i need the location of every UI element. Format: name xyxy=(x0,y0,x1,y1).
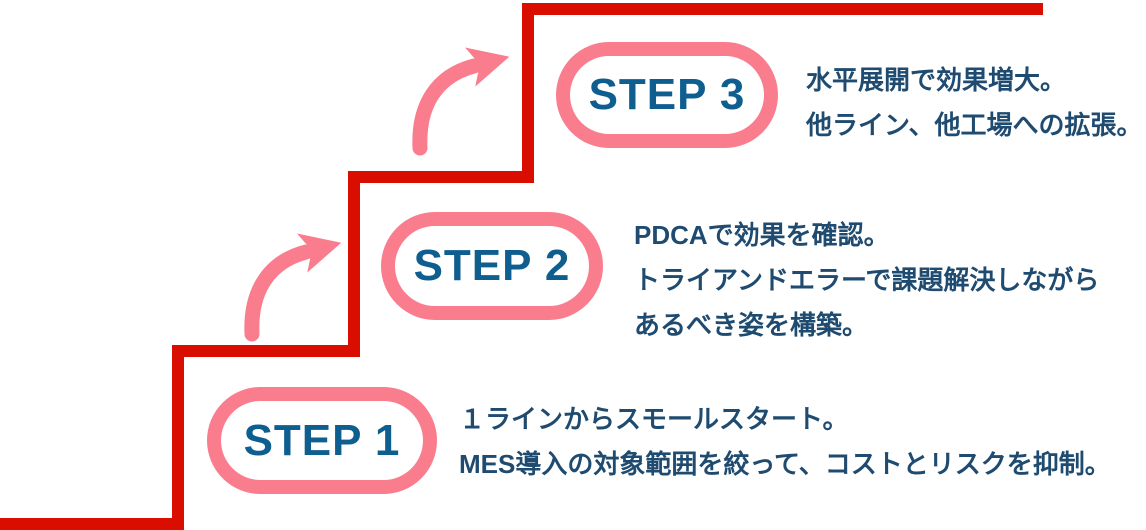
step-1-badge: STEP 1 xyxy=(207,387,437,494)
staircase-line-icon xyxy=(0,3,1043,530)
description-line: あるべき姿を構築。 xyxy=(634,310,869,340)
step-1-description: １ラインからスモールスタート。 MES導入の対象範囲を絞って、コストとリスクを抑… xyxy=(459,397,1111,487)
description-line: １ラインからスモールスタート。 xyxy=(459,404,849,434)
step-3-badge: STEP 3 xyxy=(556,42,778,148)
description-line: MES導入の対象範囲を絞って、コストとリスクを抑制。 xyxy=(459,449,1111,479)
step-2-description: PDCAで効果を確認。 トライアンドエラーで課題解決しながら あるべき姿を構築。 xyxy=(634,213,1099,348)
description-line: 水平展開で効果増大。 xyxy=(806,65,1067,95)
step-2-label: STEP 2 xyxy=(413,241,571,290)
step-3-description: 水平展開で効果増大。 他ライン、他工場への拡張。 xyxy=(806,58,1142,148)
description-line: 他ライン、他工場への拡張。 xyxy=(806,110,1143,140)
step-1-label: STEP 1 xyxy=(243,415,401,465)
description-line: PDCAで効果を確認。 xyxy=(634,220,890,250)
description-line: トライアンドエラーで課題解決しながら xyxy=(634,265,1100,295)
step-3-label: STEP 3 xyxy=(588,70,746,119)
curved-arrow-icon xyxy=(244,233,342,342)
step-2-badge: STEP 2 xyxy=(381,212,603,320)
curved-arrow-icon xyxy=(412,47,510,156)
